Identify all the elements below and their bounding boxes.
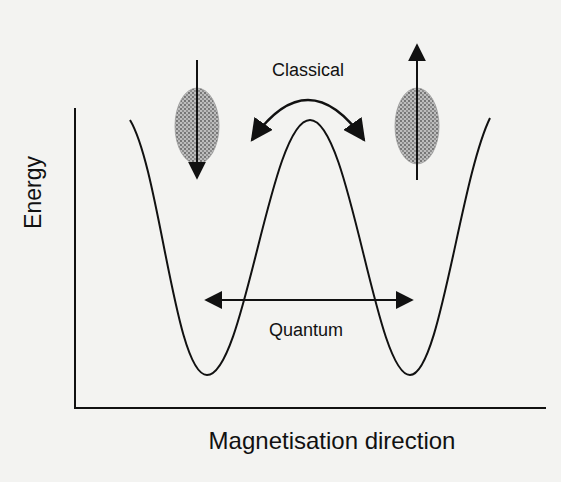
axis-title: Magnetisation direction: [209, 429, 456, 453]
y-axis: [74, 108, 76, 409]
spin-arrow: [196, 60, 198, 178]
spin-arrow: [416, 45, 418, 180]
quantum-arrow: [206, 299, 412, 301]
x-axis: [74, 407, 546, 409]
classical-arrow: [252, 100, 364, 140]
classical-label: Classical: [272, 61, 344, 79]
quantum-label: Quantum: [269, 321, 343, 339]
axis-title: Energy: [22, 156, 45, 229]
